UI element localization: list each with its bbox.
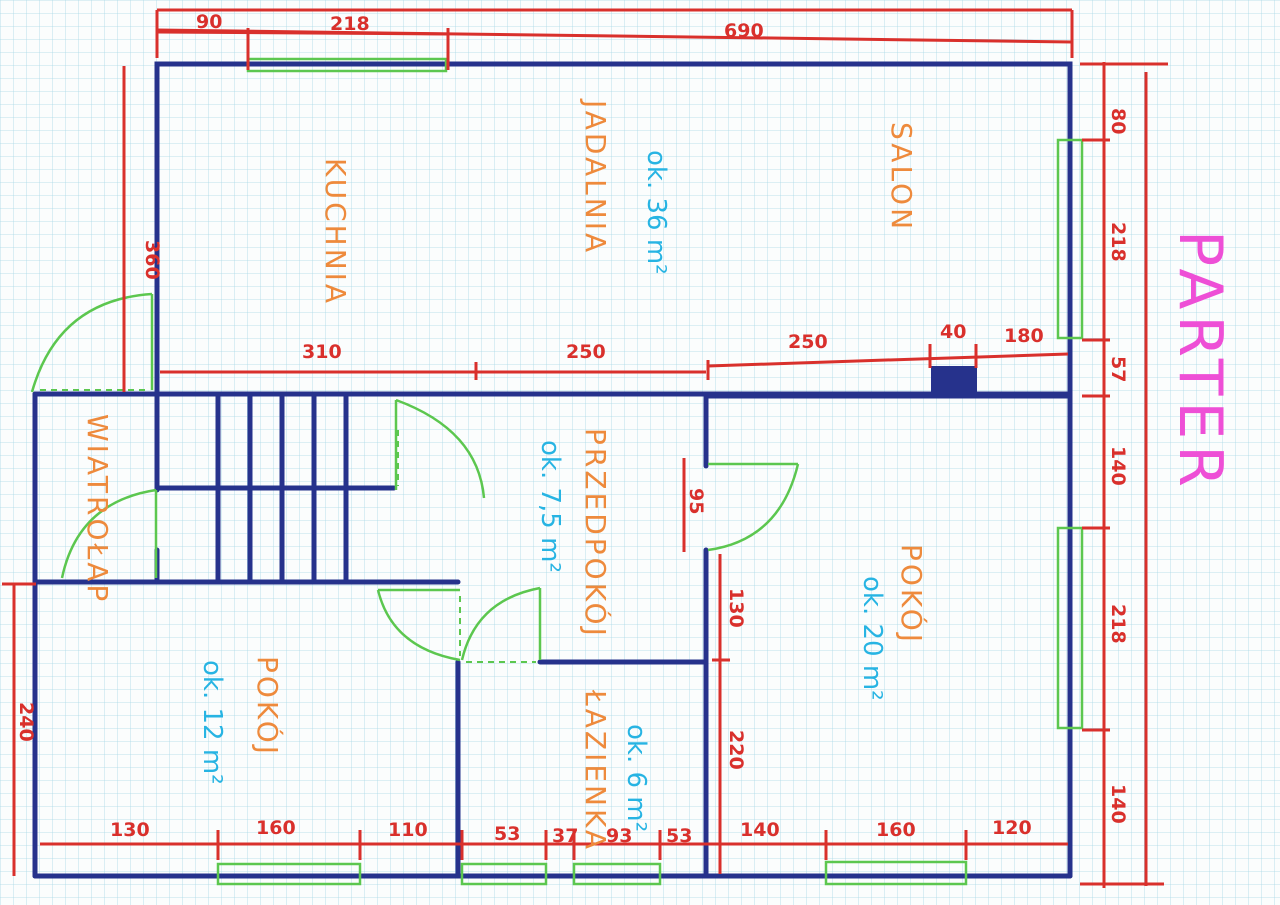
door-left-room [376, 588, 461, 662]
dim-left-240: 240 [15, 702, 37, 742]
dim-inner-220: 220 [725, 730, 747, 770]
door-stairs [394, 398, 486, 499]
dim-bot-140: 140 [740, 819, 780, 841]
dim-bot-37: 37 [552, 825, 578, 847]
window-east-top [1056, 138, 1084, 340]
area-pokoj-right: ok. 20 m² [857, 576, 887, 701]
dim-right-140b: 140 [1107, 784, 1129, 824]
dim-bot-160a: 160 [256, 817, 296, 839]
area-pokoj-left: ok. 12 m² [197, 660, 227, 785]
room-kuchnia: KUCHNIA [319, 158, 352, 306]
dim-inner-130: 130 [725, 588, 747, 628]
room-pokoj-left: POKÓJ [251, 656, 285, 757]
dim-mid-250a: 250 [566, 341, 606, 363]
dim-bot-130: 130 [110, 819, 150, 841]
dim-top-90: 90 [196, 11, 222, 33]
dim-line [707, 352, 1069, 368]
room-salon: SALON [885, 122, 918, 232]
dim-right-140a: 140 [1107, 446, 1129, 486]
room-lazienka: ŁAZIENKA [579, 689, 612, 852]
dimension-lines [2, 8, 1168, 888]
dim-bot-53a: 53 [494, 823, 520, 845]
dim-top-690: 690 [724, 20, 764, 42]
floor-title: PARTER [1165, 230, 1235, 493]
dim-mid-310: 310 [302, 341, 342, 363]
door-entrance [30, 292, 154, 393]
dim-mid-180: 180 [1004, 325, 1044, 347]
dim-right-57: 57 [1107, 356, 1129, 382]
chimney [931, 366, 977, 396]
door-bathroom [460, 586, 542, 661]
dim-mid-250b: 250 [788, 331, 828, 353]
dim-bot-110: 110 [388, 819, 428, 841]
dim-top-218: 218 [330, 13, 370, 35]
room-pokoj-right: POKÓJ [895, 544, 929, 645]
window-south-3 [572, 862, 662, 886]
windows-and-doors [30, 57, 1084, 886]
door-vestibule [60, 488, 158, 579]
dim-inner-95: 95 [685, 488, 707, 514]
dim-right-218a: 218 [1107, 222, 1129, 262]
dim-left-360: 360 [141, 240, 163, 280]
window-south-2 [460, 862, 548, 886]
dim-line [156, 30, 449, 36]
dim-bot-53b: 53 [666, 825, 692, 847]
dim-bot-120: 120 [992, 817, 1032, 839]
room-jadalnia: JADALNIA [579, 98, 612, 255]
walls [32, 61, 1073, 879]
dimension-labels: 90 218 690 360 310 250 250 40 180 80 218… [15, 11, 1129, 847]
dim-right-218b: 218 [1107, 604, 1129, 644]
room-wiatrolap: WIATROŁAP [81, 414, 114, 604]
area-przedpokoj: ok. 7,5 m² [535, 440, 565, 573]
dim-right-80: 80 [1107, 108, 1129, 134]
door-right-room [707, 462, 800, 552]
window-south-4 [824, 860, 968, 886]
dim-mid-40: 40 [940, 321, 966, 343]
room-labels: KUCHNIA JADALNIA ok. 36 m² SALON WIATROŁ… [81, 98, 929, 852]
room-przedpokoj: PRZEDPOKÓJ [579, 428, 613, 639]
window-south-1 [216, 862, 362, 886]
top-wing-walls [154, 61, 1073, 397]
area-jadalnia: ok. 36 m² [641, 150, 671, 275]
dim-bot-93: 93 [606, 825, 632, 847]
area-lazienka: ok. 6 m² [621, 724, 651, 832]
dim-bot-160b: 160 [876, 819, 916, 841]
window-east-mid [1056, 526, 1084, 730]
